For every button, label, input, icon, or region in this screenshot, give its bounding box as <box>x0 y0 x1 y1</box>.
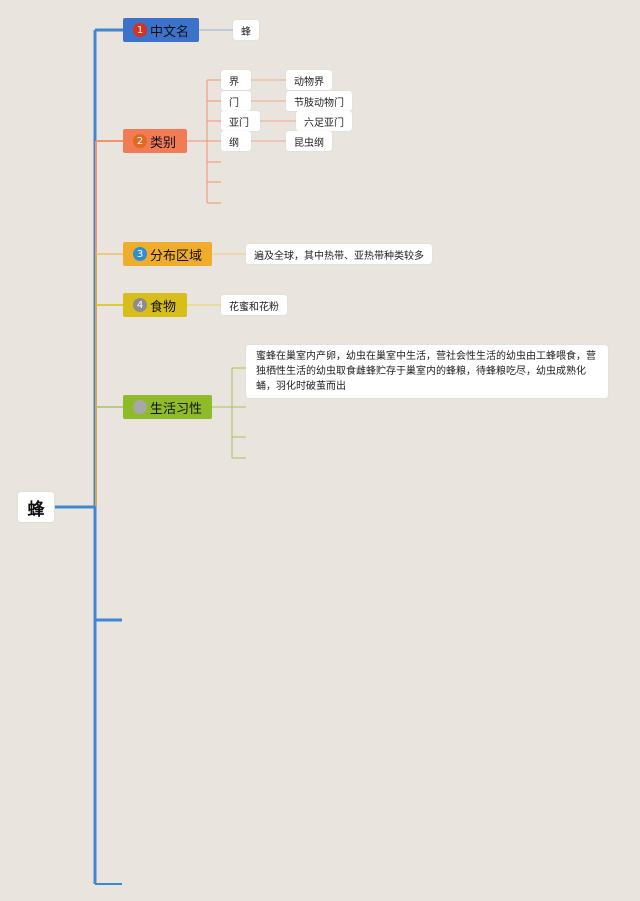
taxonomy-value-node[interactable]: 节肢动物门 <box>286 91 352 111</box>
food-value-node[interactable]: 花蜜和花粉 <box>221 295 287 315</box>
branch-name[interactable]: 1 中文名 <box>123 18 199 42</box>
leaf-label: 六足亚门 <box>304 117 344 129</box>
taxonomy-value-node[interactable]: 动物界 <box>286 70 332 90</box>
leaf-label: 界 <box>229 76 239 88</box>
taxonomy-rank-node[interactable]: 门 <box>221 91 251 111</box>
taxonomy-links <box>251 79 296 142</box>
taxonomy-value-node[interactable]: 昆虫纲 <box>286 131 332 151</box>
root-label: 蜂 <box>27 499 45 520</box>
habit-subtree <box>212 368 233 458</box>
leaf-label: 门 <box>229 97 239 109</box>
taxonomy-value-node[interactable]: 六足亚门 <box>296 111 352 131</box>
leaf-label: 亚门 <box>229 117 249 129</box>
category-subtree <box>187 80 208 203</box>
branch-label: 生活习性 <box>150 401 203 417</box>
number-badge-icon <box>133 400 147 414</box>
branch-label: 中文名 <box>150 24 190 40</box>
branch-category[interactable]: 2 类别 <box>123 129 187 153</box>
branch-region[interactable]: 3 分布区域 <box>123 242 212 266</box>
leaf-label: 昆虫纲 <box>294 137 324 149</box>
leaf-label: 蜜蜂在巢室内产卵，幼虫在巢室中生活，营社会性生活的幼虫由工蜂喂食，营独栖性生活的… <box>256 351 596 392</box>
leaf-label: 花蜜和花粉 <box>229 301 279 313</box>
category-ticks <box>207 79 221 204</box>
branch-food[interactable]: 4 食物 <box>123 293 187 317</box>
number-badge-icon: 4 <box>133 298 147 312</box>
leaf-label: 蜂 <box>241 26 251 38</box>
habit-value-node[interactable]: 蜜蜂在巢室内产卵，幼虫在巢室中生活，营社会性生活的幼虫由工蜂喂食，营独栖性生活的… <box>246 345 608 398</box>
branch-label: 类别 <box>150 135 177 151</box>
taxonomy-rank-node[interactable]: 亚门 <box>221 111 260 131</box>
root-node[interactable]: 蜂 <box>18 492 54 522</box>
taxonomy-rank-node[interactable]: 界 <box>221 70 251 90</box>
leaf-label: 节肢动物门 <box>294 97 344 109</box>
taxonomy-rank-node[interactable]: 纲 <box>221 131 251 151</box>
name-value-node[interactable]: 蜂 <box>233 20 259 40</box>
leaf-label: 遍及全球，其中热带、亚热带种类较多 <box>254 250 424 262</box>
region-value-node[interactable]: 遍及全球，其中热带、亚热带种类较多 <box>246 244 432 264</box>
branch-habit[interactable]: 生活习性 <box>123 395 212 419</box>
branch-label: 分布区域 <box>150 248 203 264</box>
habit-ticks <box>232 367 246 459</box>
leaf-label: 动物界 <box>294 76 324 88</box>
number-badge-icon: 1 <box>133 23 147 37</box>
branch-label: 食物 <box>150 299 177 315</box>
leaf-label: 纲 <box>229 137 239 149</box>
number-badge-icon: 3 <box>133 247 147 261</box>
number-badge-icon: 2 <box>133 134 147 148</box>
